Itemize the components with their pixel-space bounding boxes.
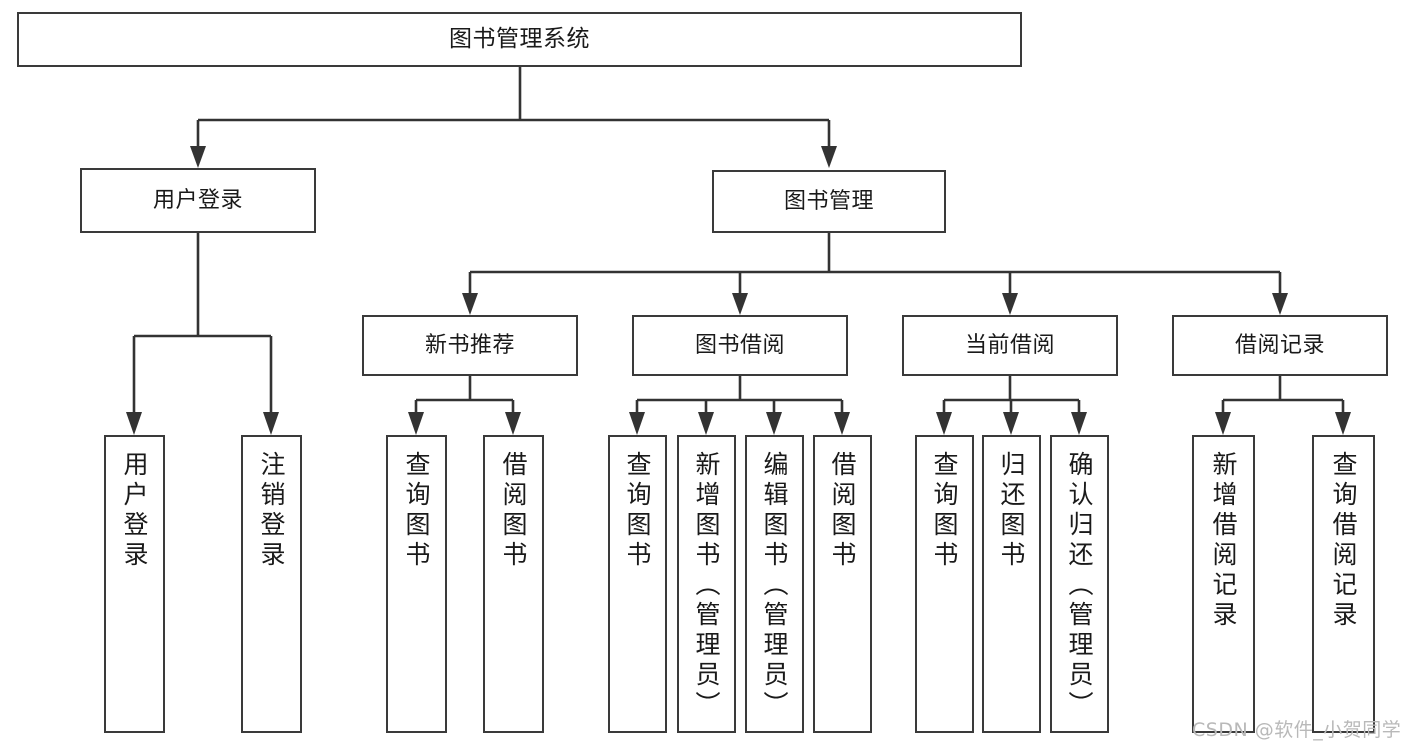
leaf-book-borrow-add-label: 新增图书（管理员）	[692, 451, 721, 721]
leaf-book-borrow-edit[interactable]: 编辑图书（管理员）	[745, 435, 804, 733]
arrowhead-borrow-record	[1272, 293, 1288, 315]
arrowhead-leaf-current-borrow-1	[936, 412, 952, 435]
node-book-borrow-label: 图书借阅	[694, 332, 785, 358]
node-user-login-label: 用户登录	[152, 187, 243, 213]
arrowhead-new-book	[462, 293, 478, 315]
arrowhead-leaf-book-borrow-3	[766, 412, 782, 435]
leaf-borrow-record-query[interactable]: 查询借阅记录	[1312, 435, 1375, 733]
leaf-book-borrow-borrow[interactable]: 借阅图书	[813, 435, 872, 733]
node-current-borrow-label: 当前借阅	[964, 332, 1055, 358]
node-book-management[interactable]: 图书管理	[712, 170, 946, 233]
node-user-login[interactable]: 用户登录	[80, 168, 316, 233]
node-borrow-record[interactable]: 借阅记录	[1172, 315, 1388, 376]
leaf-book-borrow-add[interactable]: 新增图书（管理员）	[677, 435, 736, 733]
node-borrow-record-label: 借阅记录	[1234, 332, 1325, 358]
arrowhead-leaf-new-book-2	[505, 412, 521, 435]
arrowhead-leaf-new-book-1	[408, 412, 424, 435]
node-current-borrow[interactable]: 当前借阅	[902, 315, 1118, 376]
leaf-current-borrow-query[interactable]: 查询图书	[915, 435, 974, 733]
node-root-system-label: 图书管理系统	[449, 25, 590, 52]
arrowhead-leaf-book-borrow-4	[834, 412, 850, 435]
arrowhead-leaf-user-login-2	[263, 412, 279, 435]
arrowhead-leaf-borrow-record-1	[1215, 412, 1231, 435]
leaf-current-borrow-confirm[interactable]: 确认归还（管理员）	[1050, 435, 1109, 733]
leaf-current-borrow-query-label: 查询图书	[930, 451, 959, 571]
node-new-book-recommend[interactable]: 新书推荐	[362, 315, 578, 376]
leaf-book-borrow-query[interactable]: 查询图书	[608, 435, 667, 733]
leaf-user-login-login-label: 用户登录	[120, 451, 149, 571]
leaf-book-borrow-query-label: 查询图书	[623, 451, 652, 571]
leaf-new-book-query[interactable]: 查询图书	[386, 435, 447, 733]
leaf-borrow-record-add[interactable]: 新增借阅记录	[1192, 435, 1255, 733]
arrowhead-leaf-book-borrow-1	[629, 412, 645, 435]
leaf-current-borrow-confirm-label: 确认归还（管理员）	[1065, 451, 1094, 721]
arrowhead-current-borrow	[1002, 293, 1018, 315]
leaf-new-book-borrow[interactable]: 借阅图书	[483, 435, 544, 733]
arrowhead-leaf-borrow-record-2	[1335, 412, 1351, 435]
arrowhead-leaf-current-borrow-2	[1003, 412, 1019, 435]
leaf-book-borrow-borrow-label: 借阅图书	[828, 451, 857, 571]
arrowhead-leaf-book-borrow-2	[698, 412, 714, 435]
node-new-book-recommend-label: 新书推荐	[424, 332, 515, 358]
arrowhead-book-manage	[821, 146, 837, 168]
leaf-current-borrow-return-label: 归还图书	[997, 451, 1026, 571]
leaf-borrow-record-add-label: 新增借阅记录	[1209, 451, 1238, 631]
leaf-current-borrow-return[interactable]: 归还图书	[982, 435, 1041, 733]
node-book-borrow[interactable]: 图书借阅	[632, 315, 848, 376]
node-root-system[interactable]: 图书管理系统	[17, 12, 1022, 67]
node-book-management-label: 图书管理	[783, 188, 874, 214]
arrowhead-book-borrow	[732, 293, 748, 315]
arrowhead-leaf-user-login-1	[126, 412, 142, 435]
leaf-borrow-record-query-label: 查询借阅记录	[1329, 451, 1358, 631]
leaf-user-login-logout[interactable]: 注销登录	[241, 435, 302, 733]
leaf-user-login-logout-label: 注销登录	[257, 451, 286, 571]
leaf-new-book-borrow-label: 借阅图书	[499, 451, 528, 571]
leaf-book-borrow-edit-label: 编辑图书（管理员）	[760, 451, 789, 721]
arrowhead-user-login	[190, 146, 206, 168]
leaf-user-login-login[interactable]: 用户登录	[104, 435, 165, 733]
arrowhead-leaf-current-borrow-3	[1071, 412, 1087, 435]
leaf-new-book-query-label: 查询图书	[402, 451, 431, 571]
